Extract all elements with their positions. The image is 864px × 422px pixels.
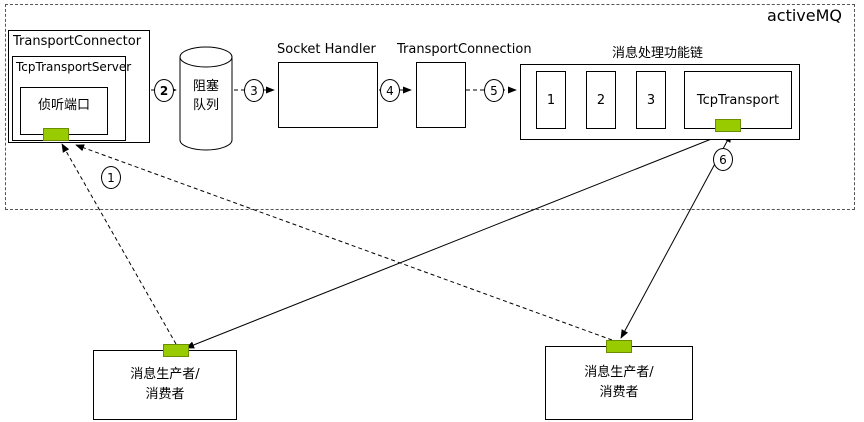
listen-port-connector <box>43 128 69 141</box>
listen-port-box: 侦听端口 <box>20 87 108 135</box>
activemq-title: activeMQ <box>766 6 842 25</box>
step-4-circle: 4 <box>380 79 400 102</box>
step-1-circle: 1 <box>101 166 121 189</box>
producer-right-connector <box>606 340 632 353</box>
transport-connection-box <box>416 62 466 128</box>
tcp-transport-connector <box>715 119 741 132</box>
transport-connection-label: TransportConnection <box>397 42 532 57</box>
transport-connector-label: TransportConnector <box>13 34 142 49</box>
socket-handler-box <box>278 62 378 128</box>
chain-title-label: 消息处理功能链 <box>612 46 704 61</box>
step-5-circle: 5 <box>484 79 504 102</box>
blocking-queue-line2: 队列 <box>192 98 219 113</box>
dashed-left-producer-to-listenport <box>61 143 177 345</box>
step-6-circle: 6 <box>713 148 733 171</box>
chain-item-2-box: 2 <box>586 71 616 129</box>
tcp-transport-server-label: TcpTransportServer <box>16 60 132 74</box>
producer-consumer-right-box: 消息生产者/ 消费者 <box>545 346 693 420</box>
producer-left-line2: 消费者 <box>145 387 185 402</box>
producer-left-connector <box>163 344 189 357</box>
tcp-transport-label: TcpTransport <box>696 92 780 108</box>
tcp-transport-box: TcpTransport <box>684 71 792 129</box>
producer-right-line2: 消费者 <box>599 385 639 400</box>
step-3-circle: 3 <box>244 79 264 102</box>
listen-port-label: 侦听端口 <box>37 98 90 113</box>
producer-consumer-left-box: 消息生产者/ 消费者 <box>93 350 237 420</box>
producer-right-line1: 消息生产者/ <box>584 365 654 380</box>
blocking-queue-label: 阻塞 队列 <box>180 74 232 118</box>
producer-left-line1: 消息生产者/ <box>130 367 200 382</box>
blocking-queue-cylinder <box>179 46 233 151</box>
solid-tcptransport-to-right-producer <box>620 133 732 339</box>
chain-item-3-box: 3 <box>636 71 666 129</box>
blocking-queue-line1: 阻塞 <box>192 79 219 94</box>
step-2-circle: 2 <box>154 79 174 102</box>
socket-handler-label: Socket Handler <box>277 42 376 57</box>
chain-item-1-box: 1 <box>536 71 566 129</box>
